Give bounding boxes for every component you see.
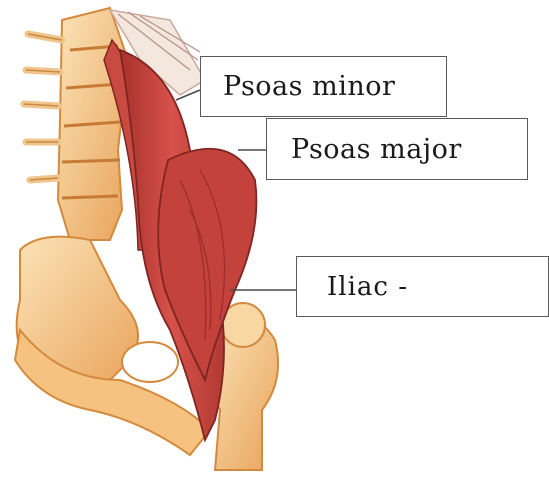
label-psoas-minor: Psoas minor <box>200 56 447 117</box>
label-psoas-major-text: Psoas major <box>291 134 462 165</box>
label-iliac-text: Iliac - <box>327 272 408 302</box>
label-iliac: Iliac - <box>296 256 549 317</box>
label-psoas-minor-text: Psoas minor <box>223 71 395 102</box>
label-psoas-major: Psoas major <box>266 118 528 180</box>
